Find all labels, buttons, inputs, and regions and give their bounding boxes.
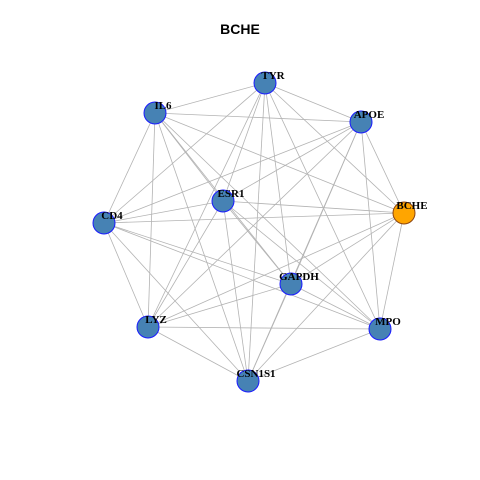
edge-bche-gapdh <box>290 212 405 285</box>
edge-gapdh-csn1s1 <box>247 283 292 382</box>
edge-mpo-csn1s1 <box>247 328 381 382</box>
diagram-title: BCHE <box>220 21 260 37</box>
node-cd4 <box>92 211 116 235</box>
node-label-bche: BCHE <box>396 200 427 212</box>
edge-il6-csn1s1 <box>154 112 249 382</box>
edge-esr1-lyz <box>147 200 224 328</box>
edge-il6-cd4 <box>103 112 156 224</box>
edge-esr1-cd4 <box>103 200 224 224</box>
edge-lyz-csn1s1 <box>147 326 249 382</box>
edge-esr1-gapdh <box>222 200 292 285</box>
edge-tyr-apoe <box>264 82 362 123</box>
edge-apoe-lyz <box>147 121 362 328</box>
edge-gapdh-mpo <box>290 283 381 330</box>
edge-bche-lyz <box>147 212 405 328</box>
node-label-il6: IL6 <box>154 100 172 112</box>
node-bche <box>392 201 416 225</box>
edge-tyr-csn1s1 <box>247 82 266 382</box>
node-csn1s1 <box>236 369 260 393</box>
node-label-mpo: MPO <box>375 316 401 328</box>
node-label-gapdh: GAPDH <box>279 271 319 283</box>
edge-il6-lyz <box>147 112 156 328</box>
node-label-lyz: LYZ <box>145 314 167 326</box>
edge-tyr-esr1 <box>222 82 266 202</box>
edge-apoe-bche <box>360 121 405 214</box>
edge-il6-bche <box>154 112 405 214</box>
edge-bche-mpo <box>379 212 405 330</box>
edge-tyr-il6 <box>154 82 266 114</box>
edge-cd4-csn1s1 <box>103 222 249 382</box>
edge-esr1-mpo <box>222 200 381 330</box>
node-esr1 <box>211 189 235 213</box>
edge-tyr-mpo <box>264 82 381 330</box>
node-label-esr1: ESR1 <box>218 188 245 200</box>
edge-bche-cd4 <box>103 212 405 224</box>
edge-cd4-mpo <box>103 222 381 330</box>
edge-tyr-cd4 <box>103 82 266 224</box>
node-mpo <box>368 317 392 341</box>
node-apoe <box>349 110 373 134</box>
node-label-csn1s1: CSN1S1 <box>236 368 275 380</box>
edge-il6-mpo <box>154 112 381 330</box>
edge-esr1-bche <box>222 200 405 214</box>
node-il6 <box>143 101 167 125</box>
node-layer <box>92 71 416 393</box>
edge-layer <box>103 82 405 382</box>
edge-bche-csn1s1 <box>247 212 405 382</box>
edge-esr1-csn1s1 <box>222 200 249 382</box>
edge-tyr-gapdh <box>264 82 292 285</box>
node-label-cd4: CD4 <box>101 210 123 222</box>
edge-gapdh-lyz <box>147 283 292 328</box>
edge-il6-apoe <box>154 112 362 123</box>
node-label-apoe: APOE <box>354 109 385 121</box>
edge-cd4-lyz <box>103 222 149 328</box>
edge-apoe-esr1 <box>222 121 362 202</box>
edge-cd4-gapdh <box>103 222 292 285</box>
edge-apoe-cd4 <box>103 121 362 224</box>
node-label-tyr: TYR <box>261 70 285 82</box>
edge-lyz-mpo <box>147 326 381 330</box>
edge-tyr-lyz <box>147 82 266 328</box>
node-tyr <box>253 71 277 95</box>
edge-apoe-mpo <box>360 121 381 330</box>
node-gapdh <box>279 272 303 296</box>
node-lyz <box>136 315 160 339</box>
